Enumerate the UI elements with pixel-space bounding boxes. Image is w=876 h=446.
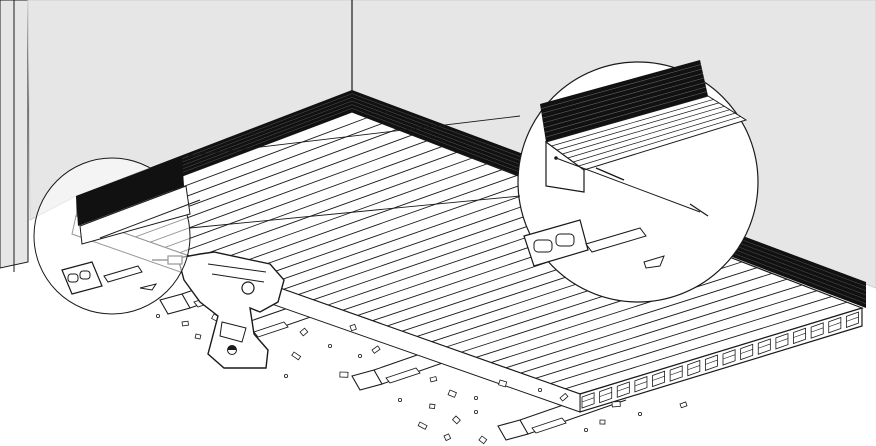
sawdust-debris-icon: [155, 309, 688, 445]
callout-clip-icon: [585, 227, 647, 253]
cordless-drill-icon: [152, 251, 285, 369]
left-detail-callout: [33, 156, 201, 315]
hollow-joist-icon: [61, 261, 103, 295]
right-detail-callout: [517, 60, 759, 303]
fixing-clip-icon: [103, 265, 143, 283]
board-end-profiles: [581, 311, 859, 409]
callout-leader-lines: [185, 115, 521, 229]
